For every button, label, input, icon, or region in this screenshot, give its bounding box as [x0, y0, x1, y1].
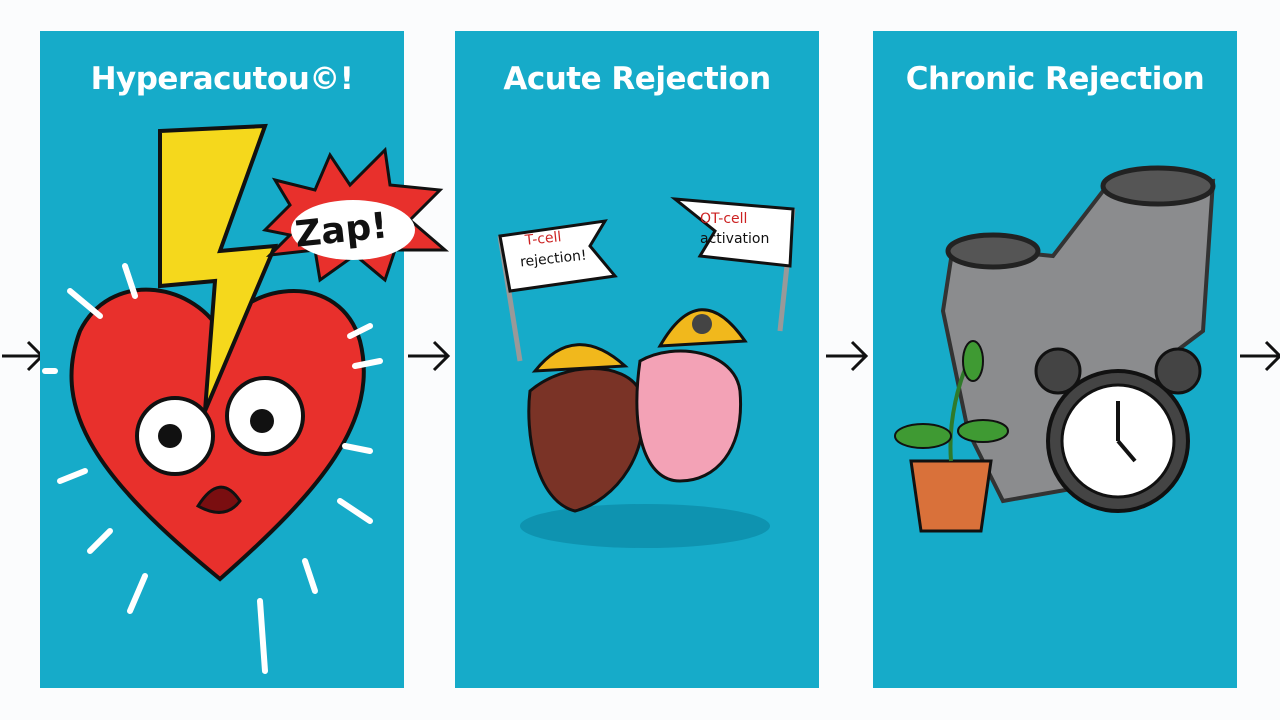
- zap-burst-icon: [261, 146, 450, 283]
- arrow-right-icon: [826, 340, 869, 372]
- panel-title: Hyperacutou©!: [90, 61, 354, 97]
- arrow-right-icon: [1240, 340, 1280, 372]
- organs-with-flags-illustration: [497, 197, 796, 548]
- flag-right-line2: activation: [700, 231, 770, 247]
- panel-title: Acute Rejection: [503, 61, 771, 97]
- arrow-right-icon: [408, 340, 451, 372]
- angry-heart-illustration: [42, 123, 383, 674]
- panel-chronic-rejection: Chronic Rejection: [873, 31, 1237, 688]
- flag-right-line1: OT-cell: [700, 211, 748, 227]
- panel-acute-rejection: Acute Rejection T-cell rejection! OT-cel…: [455, 31, 819, 688]
- panel-title: Chronic Rejection: [905, 61, 1205, 97]
- panel-hyperacute: Hyperacutou©!: [40, 31, 404, 688]
- scarred-organ-clock-plant-illustration: [894, 165, 1216, 533]
